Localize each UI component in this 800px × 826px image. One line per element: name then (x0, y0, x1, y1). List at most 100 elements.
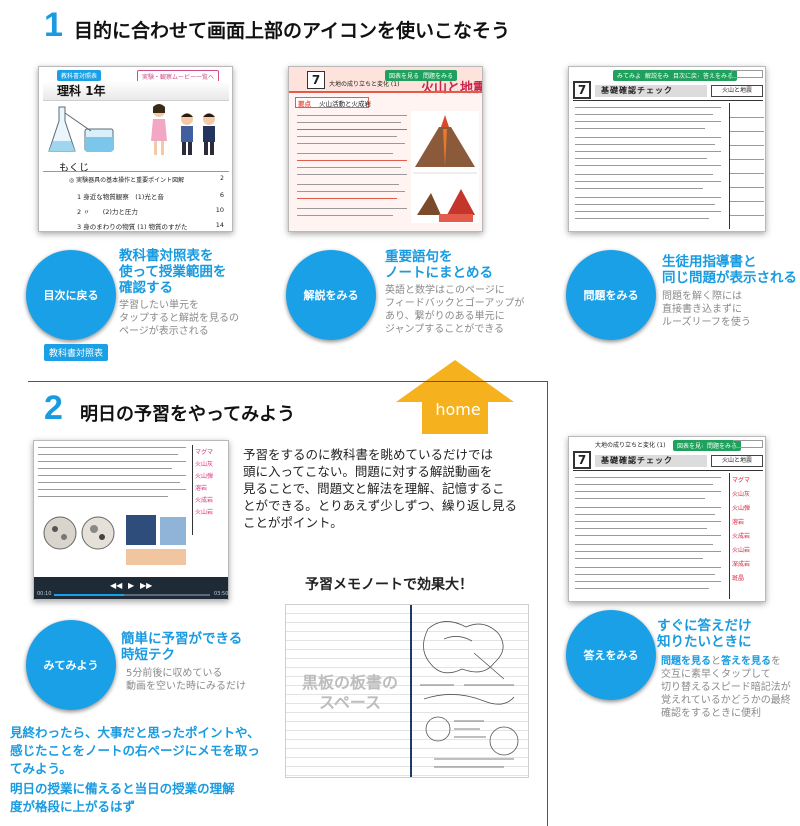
feature2-desc-line4: ジャンプすることができる (385, 324, 504, 335)
feature5-desc-line1: 交互に素早くタップして (661, 669, 771, 680)
feature5-desc-line2: 切り替えるスピード暗記法が (661, 682, 791, 693)
problem-circle-button[interactable]: 問題をみる (566, 250, 656, 340)
check-sheet-lines (575, 103, 725, 229)
check-title: 基礎確認チェック (595, 85, 707, 97)
answer-sheet-thumbnail[interactable]: 大地の成り立ちと変化 (1) 図表を見る 問題をみる 7 基礎確認チェック 火山… (568, 436, 766, 602)
feature5-title-line1: すぐに答えだけ (657, 618, 752, 634)
play-icon[interactable]: ▶ (128, 581, 135, 590)
check-sheet-thumbnail[interactable]: みてみよう 解説をみる 目次に戻る 答えをみる 7 基礎確認チェック 火山と地震 (568, 66, 766, 232)
feature2-desc-line1: 英語と数学はこのページに (385, 285, 505, 296)
answer-button[interactable]: 答えをみる (699, 70, 738, 81)
rock-sample-illustration (43, 515, 186, 565)
feature1-desc-line1: 学習したい単元を (119, 300, 199, 311)
home-label[interactable]: home (435, 400, 481, 419)
feature3-desc-line3: ルーズリーフを使う (662, 317, 751, 328)
feature2-title-line2: ノートにまとめる (385, 265, 493, 281)
watch-button[interactable]: みてみよう (613, 70, 652, 81)
intro-line-1: 予習をするのに教科書を眺めているだけでは (243, 447, 494, 462)
feature2-title-line1: 重要語句を (385, 249, 453, 265)
chapter-badge: 7 (573, 451, 591, 469)
feature4-desc-line1: 5分前後に収めている (126, 668, 223, 679)
fast-forward-icon[interactable]: ▶▶ (140, 581, 153, 590)
feature2-desc-line3: あり、繋がりのある単元に (385, 311, 505, 322)
summary-line-2: 感じたことをノートの右ページにメモを取っ (10, 743, 260, 758)
handwritten-sketch (420, 621, 519, 768)
problem-button-2[interactable]: 問題をみる (703, 440, 742, 451)
video-content: マグマ 火山灰 火山弾 溶岩 火成岩 火山岩 (34, 441, 228, 577)
home-arrow-icon[interactable] (392, 358, 518, 436)
subject-title: 理科 1年 (57, 84, 106, 98)
textbook-table-tag[interactable]: 教科書対照表 (44, 344, 109, 361)
feature1-title-line3: 確認する (119, 280, 173, 296)
summary-line-1: 見終わったら、大事だと思ったポイントや、 (10, 725, 260, 740)
feature1-desc-line3: ページが表示される (119, 326, 209, 337)
rewind-icon[interactable]: ◀◀ (110, 581, 123, 590)
back-to-toc-circle-button[interactable]: 目次に戻る (26, 250, 116, 340)
feature4-desc-line2: 動画を空いた時にみるだけ (126, 681, 246, 692)
back-toc-button[interactable]: 目次に戻る (669, 70, 708, 81)
explain-button[interactable]: 解説をみる (641, 70, 680, 81)
memo-notebook: 黒板の板書の スペース (285, 604, 529, 778)
intro-line-4: とができる。とりあえず少しずつ、繰り返し見る (243, 498, 518, 513)
answer-column (729, 103, 764, 229)
feature4-title-line2: 時短テク (121, 647, 175, 663)
feature4-title-line1: 簡単に予習ができる (121, 631, 243, 647)
feature1-title-line1: 教科書対照表を (119, 248, 214, 264)
textbook-table-tab[interactable]: 教科書対照表 (57, 70, 102, 81)
volcano-diagram (411, 111, 479, 223)
watch-circle-button[interactable]: みてみよう (26, 620, 116, 710)
toc-row[interactable]: 3 身のまわりの物質 (1) 物質のすがた 14 (77, 221, 224, 231)
figure-button-2[interactable]: 図表を見る (673, 440, 712, 451)
intro-line-2: 頭に入ってこない。問題に対する解説動画を (243, 464, 493, 479)
section-2-number: 2 (44, 389, 63, 427)
summary-line-5: 度が格段に上がるはず (10, 799, 136, 814)
point-text: 火山活動と火成岩 (319, 100, 371, 108)
explanation-circle-button[interactable]: 解説をみる (286, 250, 376, 340)
chapter-subtitle: 大地の成り立ちと変化 (1) (329, 81, 400, 88)
summary-line-4: 明日の授業に備えると当日の授業の理解 (10, 781, 235, 796)
feature3-desc-line1: 問題を解く際には (662, 291, 742, 302)
figure-button[interactable]: 図表を見る (385, 70, 424, 81)
chapter-badge: 7 (307, 71, 325, 89)
video-controls-bar[interactable]: ◀◀ ▶ ▶▶ 00:10 03:50 (34, 577, 229, 599)
toc-row[interactable]: 2 〃 (2)力と圧力 10 (77, 206, 224, 216)
feature1-desc-line2: タップすると解説を見るの (119, 313, 239, 324)
topic-label: 火山と地震 (711, 85, 763, 97)
memo-title: 予習メモノートで効果大！ (305, 577, 473, 593)
section-divider-vertical (547, 381, 548, 826)
feature3-title-line2: 同じ問題が表示される (662, 270, 797, 286)
video-progress-fill (54, 594, 124, 596)
notebook-left-page (286, 605, 410, 777)
video-answer-column: マグマ 火山灰 火山弾 溶岩 火成岩 火山岩 (192, 445, 226, 535)
toc-heading: もくじ (59, 163, 89, 174)
problem-button[interactable]: 問題をみる (419, 70, 458, 81)
intro-line-3: 見ることで、問題文と解法を理解、記憶するこ (243, 481, 505, 496)
subject-banner (43, 81, 229, 101)
flask-illustration (48, 106, 114, 152)
answer-sheet-lines (575, 473, 725, 599)
blackboard-label-line2: スペース (318, 693, 382, 712)
topic-label: 火山と地震 (711, 455, 763, 467)
answer-column-filled: マグマ 火山灰 火山弾 溶岩 火成岩 火山岩 深成岩 斑晶 (729, 473, 763, 599)
toc-row[interactable]: 1 身近な物質観察 (1)光と音 6 (77, 191, 224, 201)
toc-row[interactable]: ◎ 実験器具の基本操作と重要ポイント図解 2 (69, 175, 224, 184)
feature5-desc-intro: 問題を見ると答えを見るを (661, 656, 781, 667)
summary-line-3: てみよう。 (10, 761, 72, 776)
students-illustration (151, 104, 215, 155)
video-player[interactable]: マグマ 火山灰 火山弾 溶岩 火成岩 火山岩 ◀◀ ▶ ▶▶ 00:10 03:… (33, 440, 229, 600)
feature5-title-line2: 知りたいときに (657, 634, 752, 650)
explanation-thumbnail[interactable]: 7 大地の成り立ちと変化 (1) 図表を見る 問題をみる 火山と地震 要点 火山… (288, 66, 483, 232)
point-label: 要点 (298, 100, 311, 108)
video-progress-track[interactable] (54, 594, 210, 596)
feature2-desc-line2: フィードバックとゴーアップが (385, 298, 525, 309)
intro-line-5: ことがポイント。 (243, 515, 343, 530)
section-1-title: 目的に合わせて画面上部のアイコンを使いこなそう (74, 20, 511, 42)
section-divider (28, 381, 547, 382)
toc-thumbnail[interactable]: 教科書対照表 実験・観察ムービー一覧へ 理科 1年 もくじ ◎ 実験器具の基本操… (38, 66, 233, 232)
feature5-desc-line3: 覚えれているかどうかの最終 (661, 695, 791, 706)
video-time-total: 03:50 (214, 591, 229, 597)
show-answer-circle-button[interactable]: 答えをみる (566, 610, 656, 700)
feature5-desc-line4: 確認をするときに便利 (661, 708, 761, 719)
feature1-title-line2: 使って授業範囲を (119, 264, 227, 280)
section-2-title: 明日の予習をやってみよう (80, 404, 296, 425)
